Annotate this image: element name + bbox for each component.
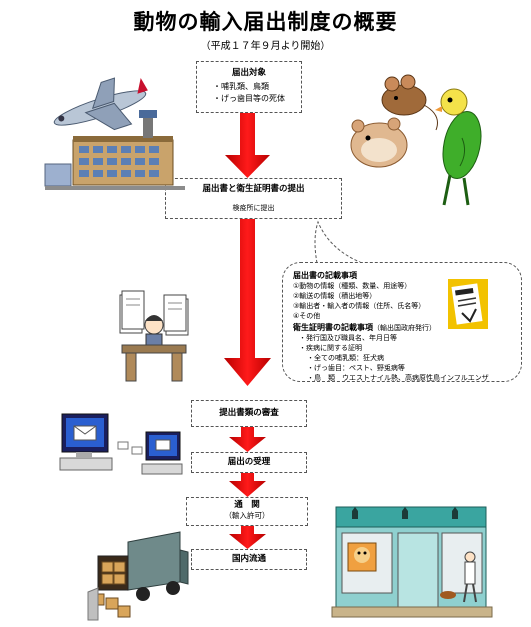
step-3-heading: 提出書類の審査 bbox=[219, 408, 279, 418]
bubble-item: ・げっ歯目：ペスト、野兎病等 bbox=[307, 364, 405, 372]
page-subtitle: （平成１７年９月より開始） bbox=[200, 41, 331, 52]
step-1-box: 届出対象 ・哺乳類、鳥類 ・げっ歯目等の死体 bbox=[196, 61, 302, 113]
bubble-item: ・鳥 類 ウエストナイル熱、高病原性鳥インフルエンザ bbox=[307, 374, 489, 382]
step-1-heading: 届出対象 bbox=[231, 68, 266, 78]
step-1-item: ・哺乳類、鳥類 bbox=[213, 82, 269, 91]
step-5-note: （輸入許可） bbox=[224, 511, 270, 520]
delivery-truck-illustration bbox=[87, 531, 189, 621]
step-6-box: 国内流通 bbox=[191, 549, 307, 570]
page-title: 動物の輸入届出制度の概要 bbox=[133, 10, 398, 34]
bubble-item: ④その他 bbox=[293, 312, 321, 320]
step-1-item: ・げっ歯目等の死体 bbox=[213, 94, 285, 103]
computers-email-illustration bbox=[59, 413, 183, 475]
step-2-box: 届出書と衛生証明書の提出 検疫所に提出 bbox=[165, 178, 342, 219]
step-4-heading: 届出の受理 bbox=[227, 457, 271, 467]
bubble-heading-2: 衛生証明書の記載事項 bbox=[293, 323, 373, 332]
arrow-1 bbox=[225, 110, 270, 178]
step-2-heading: 届出書と衛生証明書の提出 bbox=[202, 184, 305, 194]
step-6-heading: 国内流通 bbox=[231, 554, 266, 564]
bubble-item: ①動物の情報（種類、数量、用途等） bbox=[293, 282, 412, 290]
bubble-item: ・発行国及び職員名、年月日等 bbox=[299, 334, 397, 342]
step-5-heading: 通 関 bbox=[234, 500, 260, 510]
animals-illustration bbox=[350, 74, 482, 206]
bubble-item: ・疾病に関する証明 bbox=[299, 344, 362, 352]
bubble-item: ③輸出者・輸入者の情報（住所、氏名等） bbox=[293, 302, 426, 310]
bubble-item: ・全ての哺乳類：狂犬病 bbox=[307, 354, 384, 362]
details-bubble: 届出書の記載事項 ①動物の情報（種類、数量、用途等） ②輸送の情報（積出地等） … bbox=[282, 262, 522, 382]
step-4-box: 届出の受理 bbox=[191, 452, 307, 473]
airplane-airport-illustration bbox=[44, 77, 185, 190]
office-worker-illustration bbox=[119, 290, 189, 382]
arrow-4 bbox=[229, 470, 266, 497]
document-icon bbox=[448, 279, 488, 329]
step-3-box: 提出書類の審査 bbox=[191, 400, 307, 427]
bubble-heading-1: 届出書の記載事項 bbox=[293, 271, 357, 280]
step-5-box: 通 関 （輸入許可） bbox=[186, 497, 308, 526]
step-2-note: 検疫所に提出 bbox=[232, 204, 275, 212]
bubble-heading-2-note: （輸出国政府発行） bbox=[373, 324, 436, 332]
bubble-item: ②輸送の情報（積出地等） bbox=[293, 292, 377, 300]
pet-shop-illustration bbox=[331, 506, 493, 618]
arrow-3 bbox=[229, 426, 266, 452]
arrow-2 bbox=[224, 218, 271, 386]
arrow-5 bbox=[229, 523, 266, 549]
